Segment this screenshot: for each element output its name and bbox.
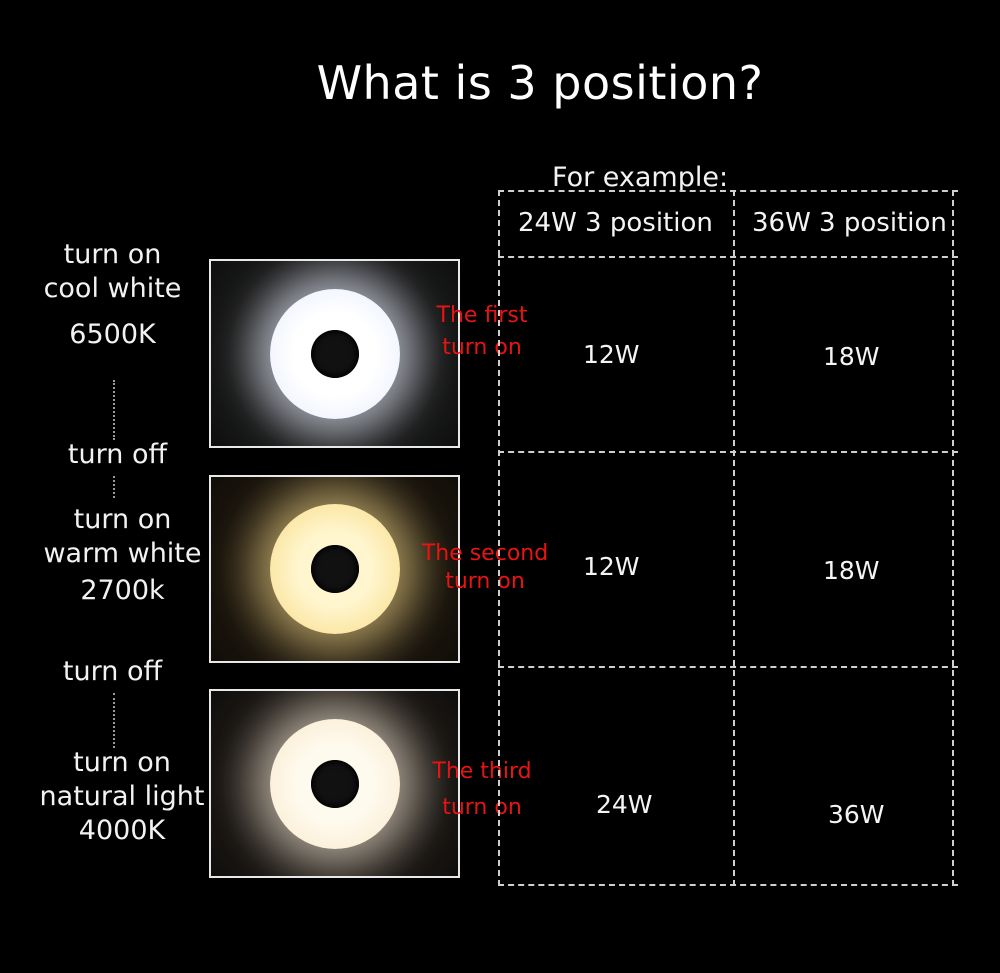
lamp-center bbox=[310, 759, 359, 808]
annotation-line: turn on bbox=[442, 335, 522, 360]
table-caption: For example: bbox=[552, 162, 729, 193]
table-border-left bbox=[498, 190, 500, 886]
table-border-bottom bbox=[498, 884, 958, 886]
lamp-ring bbox=[269, 288, 400, 419]
table-divider bbox=[498, 256, 958, 258]
annotation-line: The first bbox=[436, 303, 528, 328]
annotation-line: The third bbox=[432, 759, 532, 784]
step-line: 6500K bbox=[69, 319, 156, 350]
dotted-connector bbox=[113, 693, 115, 748]
annotation-line: The second bbox=[421, 541, 549, 566]
column-header-36w: 36W 3 position bbox=[752, 208, 947, 238]
annotation-third-turn-on: The third turn on bbox=[412, 754, 552, 826]
table-cell: 12W bbox=[583, 340, 640, 369]
step-line: turn on bbox=[63, 239, 162, 270]
annotation-first-turn-on: The first turn on bbox=[412, 300, 552, 364]
step-line: 2700k bbox=[80, 575, 165, 606]
separator-turn-off: turn off bbox=[62, 656, 163, 687]
table-cell: 18W bbox=[823, 556, 880, 585]
lamp-ring bbox=[269, 718, 400, 849]
step-line: turn on bbox=[73, 747, 171, 778]
dotted-connector bbox=[113, 380, 115, 440]
table-divider bbox=[498, 451, 958, 453]
table-cell: 12W bbox=[583, 552, 640, 581]
lamp-center bbox=[310, 329, 359, 378]
annotation-second-turn-on: The second turn on bbox=[410, 540, 560, 596]
column-header-24w: 24W 3 position bbox=[518, 208, 713, 238]
table-cell: 24W bbox=[596, 790, 653, 819]
step-warm-white-label: turn on warm white 2700k bbox=[30, 503, 215, 608]
step-line: cool white bbox=[43, 273, 182, 304]
step-line: natural light bbox=[39, 781, 205, 812]
table-column-divider bbox=[733, 190, 735, 886]
step-natural-light-label: turn on natural light 4000K bbox=[22, 746, 222, 848]
lamp-center bbox=[310, 545, 359, 593]
step-line: warm white bbox=[43, 538, 202, 569]
annotation-line: turn on bbox=[445, 569, 525, 594]
table-border-right bbox=[952, 190, 954, 886]
page-title: What is 3 position? bbox=[316, 56, 764, 110]
dotted-connector bbox=[113, 476, 115, 498]
lamp-photo-warm-white bbox=[209, 475, 460, 663]
annotation-line: turn on bbox=[442, 795, 522, 820]
table-divider bbox=[498, 666, 958, 668]
step-line: 4000K bbox=[78, 815, 166, 846]
separator-turn-off: turn off bbox=[67, 439, 168, 470]
table-cell: 18W bbox=[823, 342, 880, 371]
table-cell: 36W bbox=[828, 800, 885, 829]
step-line: turn on bbox=[73, 504, 172, 535]
table-border-top bbox=[498, 190, 958, 192]
lamp-photo-cool-white bbox=[209, 259, 460, 448]
lamp-photo-natural-light bbox=[209, 689, 460, 878]
step-cool-white-label: turn on cool white 6500K bbox=[30, 238, 195, 352]
lamp-ring bbox=[269, 504, 400, 634]
